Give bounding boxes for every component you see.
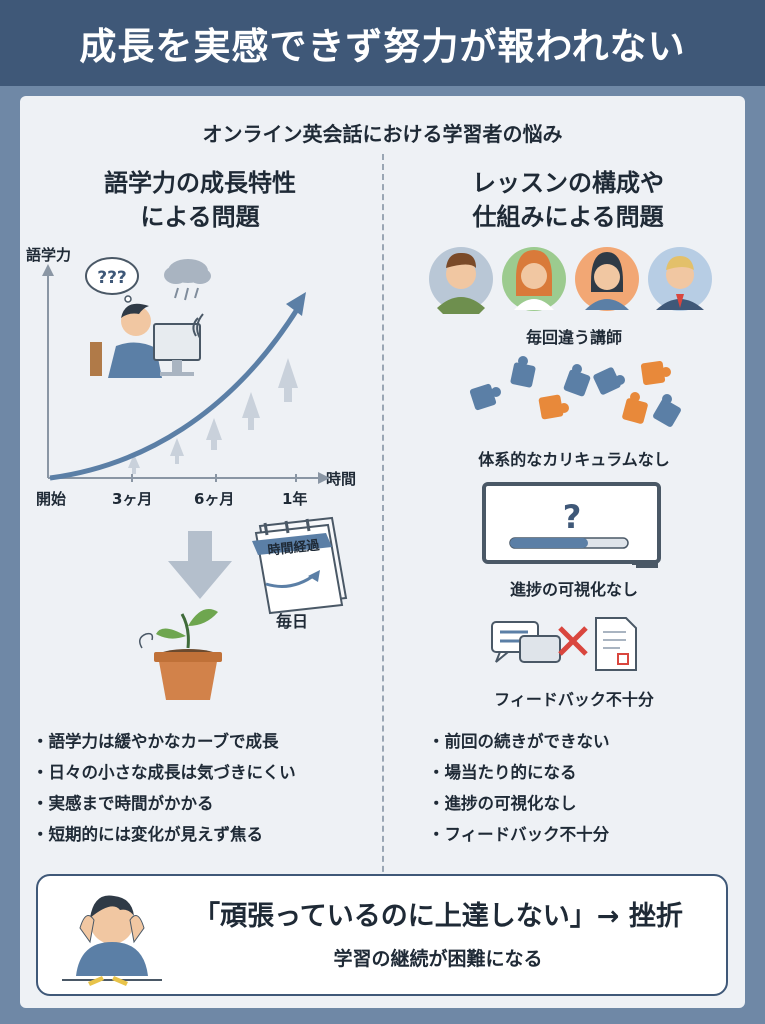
left-title-line2: による問題 [140, 203, 260, 231]
conclusion-box: 「頑張っているのに上達しない」→ 挫折 学習の継続が困難になる [36, 874, 728, 996]
worried-learner-illustration [90, 303, 204, 378]
thought-bubble: ??? [85, 257, 139, 311]
plant-icon [139, 609, 222, 700]
step-arrow-5 [278, 358, 298, 402]
growth-curve-arrowhead [286, 292, 306, 316]
document-icon [595, 617, 637, 671]
right-illustrations: ? [429, 247, 712, 671]
thought-text: ??? [97, 268, 127, 288]
y-axis-label: 語学力 [26, 246, 72, 264]
small-growth-arrows [128, 358, 298, 474]
progress-caption: 進捗の可視化なし [509, 580, 638, 599]
puzzle-pieces-icon [469, 356, 681, 427]
left-bullet-4: 短期的には変化が見えず焦る [32, 819, 296, 850]
speech-bubbles-icon [491, 621, 561, 663]
page-title: 成長を実感できず努力が報われない [79, 25, 686, 68]
main-card: オンライン英会話における学習者の悩み 語学力の成長特性 による問題 語学力 時間 [20, 96, 745, 1008]
curriculum-caption: 体系的なカリキュラムなし [478, 450, 670, 469]
teacher-avatar-3 [575, 247, 639, 311]
step-arrow-1 [128, 454, 140, 474]
conclusion-sub-text: 学習の継続が困難になる [333, 948, 543, 970]
subtitle: オンライン英会話における学習者の悩み [202, 122, 563, 146]
whiteboard-icon: ? [482, 482, 661, 568]
calendar-text: 時間経過 [267, 537, 321, 558]
column-divider [382, 154, 384, 902]
teacher-avatar-2 [502, 247, 566, 311]
right-title-line1: レッスンの構成や [472, 169, 664, 197]
teachers-caption: 毎回違う講師 [525, 328, 622, 347]
tick-3-months: 3ヶ月 [112, 490, 153, 508]
left-title-line1: 語学力の成長特性 [104, 169, 296, 197]
left-bullet-list: 語学力は緩やかなカーブで成長 日々の小さな成長は気づきにくい 実感まで時間がかか… [32, 726, 296, 850]
cross-icon [558, 626, 588, 656]
question-mark: ? [563, 498, 582, 536]
feedback-icon-group [491, 617, 637, 671]
teacher-avatars [429, 247, 712, 314]
left-column-title: 語学力の成長特性 による問題 [30, 166, 370, 234]
tick-6-months: 6ヶ月 [194, 490, 235, 508]
right-title-line2: 仕組みによる問題 [472, 203, 664, 231]
right-bullet-2: 場当たり的になる [428, 757, 610, 788]
conclusion-main-text: 「頑張っているのに上達しない」→ 挫折 [193, 901, 683, 932]
right-column-title: レッスンの構成や 仕組みによる問題 [398, 166, 738, 234]
growth-graph: ??? [42, 257, 348, 700]
feedback-caption: フィードバック不十分 [494, 690, 654, 709]
left-bullet-2: 日々の小さな成長は気づきにくい [32, 757, 296, 788]
frustrated-learner-illustration [62, 895, 162, 986]
rain-cloud-icon [164, 259, 211, 301]
step-arrow-2 [170, 438, 184, 464]
teacher-avatar-4 [648, 247, 712, 311]
right-bullet-4: フィードバック不十分 [428, 819, 610, 850]
teacher-avatar-1 [429, 247, 493, 314]
right-bullet-3: 進捗の可視化なし [428, 788, 610, 819]
right-bullet-list: 前回の続きができない 場当たり的になる 進捗の可視化なし フィードバック不十分 [428, 726, 610, 850]
tick-1-year: 1年 [282, 490, 308, 508]
step-arrow-3 [206, 418, 222, 450]
progress-fill [510, 538, 588, 548]
down-arrow-icon [168, 531, 232, 599]
right-bullet-1: 前回の続きができない [428, 726, 610, 757]
tick-start: 開始 [36, 490, 67, 508]
growth-curve [49, 306, 301, 481]
left-bullet-3: 実感まで時間がかかる [32, 788, 296, 819]
x-axis-label: 時間 [326, 470, 357, 488]
y-axis-arrowhead [42, 264, 54, 276]
calendar-caption: 毎日 [276, 612, 309, 631]
calendar-icon: 時間経過 [252, 516, 348, 615]
x-axis-arrowhead [318, 472, 330, 484]
step-arrow-4 [242, 392, 260, 430]
left-bullet-1: 語学力は緩やかなカーブで成長 [32, 726, 296, 757]
title-banner: 成長を実感できず努力が報われない [0, 0, 765, 86]
